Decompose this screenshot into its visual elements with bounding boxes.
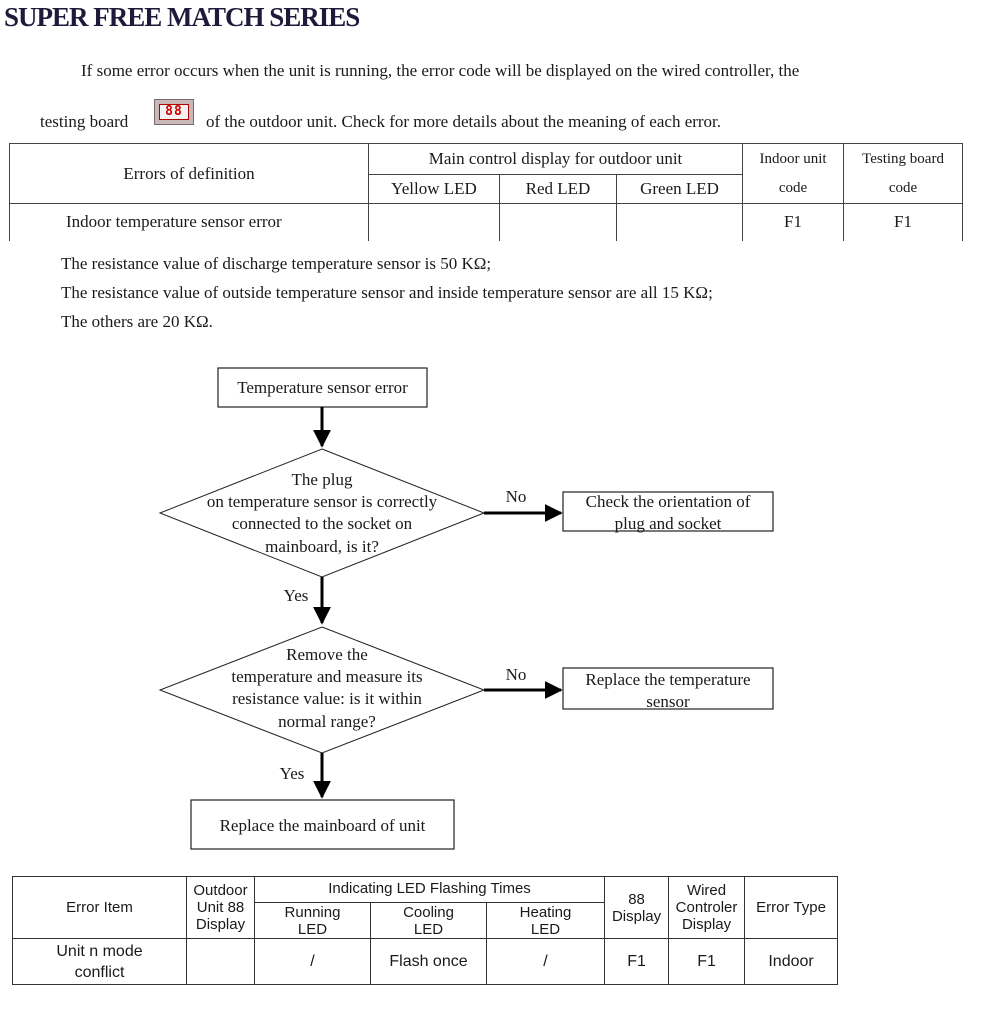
row-88-display: F1 <box>604 938 670 985</box>
header-indicating-led: Indicating LED Flashing Times <box>253 876 606 903</box>
note-2: The resistance value of outside temperat… <box>61 283 713 302</box>
header-yellow-led: Yellow LED <box>368 174 500 204</box>
flow-decision-1-line-1: The plug <box>292 470 353 489</box>
header-red-led: Red LED <box>499 174 617 204</box>
flow-decision-1-line-4: mainboard, is it? <box>265 537 379 556</box>
header-88-display-line-1: 88 <box>628 890 645 908</box>
header-heating-line-1: Heating <box>519 903 572 921</box>
table-row: Indoor temperature sensor error F1 F1 <box>9 203 964 241</box>
header-indoor-unit: Indoor unit <box>742 143 845 175</box>
header-running-line-2: LED <box>297 920 328 938</box>
intro-line-2-end: of the outdoor unit. Check for more deta… <box>206 112 722 131</box>
header-88-display-line-2: Display <box>611 907 662 925</box>
error-definition-table: Errors of definition Main control displa… <box>9 143 964 241</box>
flow-end-label: Replace the mainboard of unit <box>220 816 426 835</box>
table-row: Unit n mode conflict / Flash once / F1 F… <box>12 938 839 985</box>
row-red-led <box>499 203 617 241</box>
flow-decision-2-line-1: Remove the <box>286 645 368 664</box>
row-testing-code: F1 <box>843 203 964 241</box>
header-outdoor-88-display: Outdoor Unit 88 Display <box>186 876 255 939</box>
page-title: SUPER FREE MATCH SERIES <box>4 2 360 32</box>
flow-decision-1 <box>158 448 486 578</box>
header-testing-board-code: code <box>843 174 964 204</box>
flow-decision-2-line-3: resistance value: is it within <box>232 689 422 708</box>
flow-decision-2-no-label: No <box>506 665 527 684</box>
header-running-led: Running LED <box>254 902 371 939</box>
flow-start-label: Temperature sensor error <box>237 378 408 397</box>
flow-action-1-line-2: plug and socket <box>615 514 722 533</box>
row-error-type: Indoor <box>744 938 839 985</box>
header-cooling-line-2: LED <box>413 920 444 938</box>
header-cooling-line-1: Cooling <box>403 903 454 921</box>
header-wired-line-3: Display <box>681 916 732 933</box>
flow-end-box <box>190 799 455 850</box>
header-running-line-1: Running <box>284 903 341 921</box>
note-1: The resistance value of discharge temper… <box>61 254 492 273</box>
row-error-item: Unit n mode conflict <box>12 938 187 985</box>
header-errors-of-definition: Errors of definition <box>9 143 369 204</box>
header-wired-line-2: Controler <box>675 899 738 916</box>
intro-line-2-start: testing board <box>40 112 129 131</box>
row-error-item-line-1: Unit n mode <box>56 942 143 960</box>
row-error-item-line-2: conflict <box>74 963 125 981</box>
header-outdoor-88-line-3: Display <box>195 916 246 933</box>
flow-decision-1-line-3: connected to the socket on <box>232 514 413 533</box>
header-error-item: Error Item <box>12 876 187 939</box>
row-wired-display: F1 <box>668 938 746 985</box>
row-outdoor-88 <box>186 938 255 985</box>
flow-action-2-box <box>562 667 774 710</box>
troubleshooting-flowchart: Temperature sensor error The plug on tem… <box>158 367 774 850</box>
flow-decision-1-yes-label: Yes <box>284 586 309 605</box>
led-flashing-table: Error Item Outdoor Unit 88 Display Indic… <box>12 876 839 985</box>
intro-line-1: If some error occurs when the unit is ru… <box>81 61 800 80</box>
header-testing-board: Testing board <box>843 143 964 175</box>
flow-action-1-box <box>562 491 774 532</box>
header-wired-line-1: Wired <box>686 882 727 899</box>
header-error-type: Error Type <box>744 876 839 939</box>
header-cooling-led: Cooling LED <box>370 902 487 939</box>
header-main-control-display: Main control display for outdoor unit <box>367 143 744 175</box>
row-cooling-led: Flash once <box>370 938 487 985</box>
row-error-name: Indoor temperature sensor error <box>9 203 369 241</box>
header-heating-led: Heating LED <box>485 902 606 939</box>
row-green-led <box>615 203 744 241</box>
testing-board-88-digits: 88 <box>159 104 189 120</box>
flow-decision-2-yes-label: Yes <box>280 764 305 783</box>
testing-board-88-icon: 88 <box>154 99 194 125</box>
header-heating-line-2: LED <box>530 920 561 938</box>
header-outdoor-88-line-2: Unit 88 <box>196 899 245 916</box>
header-indoor-unit-code: code <box>742 174 845 204</box>
flow-decision-2-line-4: normal range? <box>278 712 376 731</box>
header-green-led: Green LED <box>615 174 744 204</box>
flow-decision-1-line-2: on temperature sensor is correctly <box>207 492 438 511</box>
row-indoor-code: F1 <box>742 203 845 241</box>
flow-action-2-line-2: sensor <box>646 692 690 711</box>
flow-start-box <box>217 367 428 408</box>
note-3: The others are 20 KΩ. <box>61 312 213 331</box>
flow-decision-1-no-label: No <box>506 487 527 506</box>
flow-action-1-line-1: Check the orientation of <box>586 492 751 511</box>
header-88-display: 88 Display <box>604 876 670 939</box>
flow-action-2-line-1: Replace the temperature <box>585 670 750 689</box>
header-outdoor-88-line-1: Outdoor <box>193 882 248 899</box>
flow-decision-2-line-2: temperature and measure its <box>231 667 422 686</box>
row-heating-led: / <box>485 938 606 985</box>
row-running-led: / <box>254 938 371 985</box>
header-wired-controler: Wired Controler Display <box>668 876 746 939</box>
row-yellow-led <box>368 203 500 241</box>
